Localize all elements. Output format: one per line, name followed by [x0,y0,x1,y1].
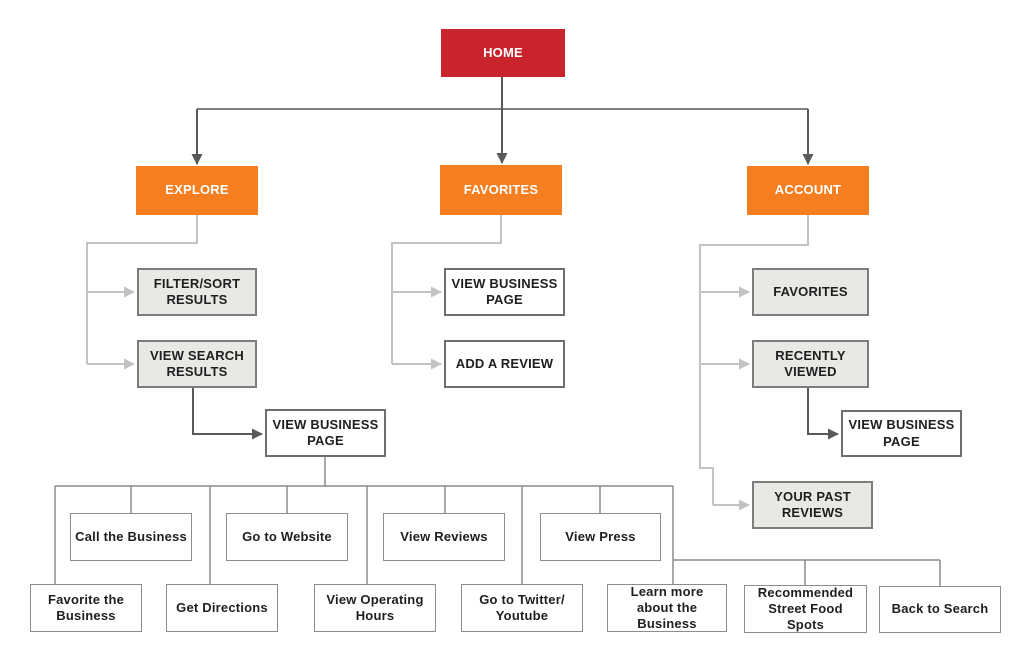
node-add-a-review: ADD A REVIEW [444,340,565,388]
arrowhead-right-icon [124,358,135,370]
node-label: Back to Search [891,601,989,617]
arrowhead-down-icon [191,154,203,165]
arrowhead-right-icon [124,286,135,298]
node-recommended-street-food-spots: Recommended Street Food Spots [744,585,867,633]
node-account: ACCOUNT [747,166,869,215]
node-label: Go to Website [242,528,332,544]
node-back-to-search: Back to Search [879,586,1001,633]
node-filter-sort-results: FILTER/SORT RESULTS [137,268,257,316]
node-label: View Reviews [400,528,488,544]
node-view-business-page-explore: VIEW BUSINESS PAGE [265,409,386,457]
node-label: VIEW SEARCH RESULTS [150,347,244,379]
node-label: ACCOUNT [774,182,842,198]
node-favorites: FAVORITES [440,165,562,215]
node-label: VIEW BUSINESS PAGE [451,275,558,307]
node-label: Go to Twitter/ Youtube [479,591,565,623]
arrowhead-right-icon [828,428,839,440]
arrowhead-right-icon [739,499,750,511]
node-recently-viewed: RECENTLY VIEWED [752,340,869,388]
node-label: FAVORITES [773,283,848,299]
node-label: Learn more about the Business [630,583,704,632]
node-label: FAVORITES [463,181,539,197]
arrowhead-right-icon [739,358,750,370]
node-view-press: View Press [540,513,661,561]
node-label: View Operating Hours [326,591,424,623]
node-view-search-results: VIEW SEARCH RESULTS [137,340,257,388]
arrowhead-right-icon [431,358,442,370]
node-learn-more-about-the-business: Learn more about the Business [607,584,727,632]
node-view-business-page-account: VIEW BUSINESS PAGE [841,410,962,457]
node-label: View Press [565,528,636,544]
node-home: HOME [441,29,565,77]
node-call-the-business: Call the Business [70,513,192,561]
node-favorite-the-business: Favorite the Business [30,584,142,632]
arrowhead-right-icon [252,428,263,440]
node-label: Get Directions [176,599,268,615]
node-label: Call the Business [75,528,187,544]
node-label: EXPLORE [165,182,229,198]
node-label: Recommended Street Food Spots [757,584,854,633]
connector-account-branch [699,215,809,505]
arrowhead-right-icon [739,286,750,298]
node-label: ADD A REVIEW [455,355,554,371]
arrowhead-down-icon [802,154,814,165]
node-go-to-website: Go to Website [226,513,348,561]
arrowhead-down-icon [496,153,508,164]
node-label: VIEW BUSINESS PAGE [848,417,955,449]
connector-search-to-vbp [192,388,262,435]
node-label: RECENTLY VIEWED [775,347,846,379]
connector-favorites-branch [391,215,502,364]
node-label: Favorite the Business [47,591,125,623]
node-go-to-twitter-youtube: Go to Twitter/ Youtube [461,584,583,632]
node-your-past-reviews: YOUR PAST REVIEWS [752,481,873,529]
node-view-business-page-favorites: VIEW BUSINESS PAGE [444,268,565,316]
connector-explore-branch [86,215,198,364]
node-label: HOME [483,44,523,60]
node-label: FILTER/SORT RESULTS [153,275,241,307]
node-view-reviews: View Reviews [383,513,505,561]
node-view-operating-hours: View Operating Hours [314,584,436,632]
node-explore: EXPLORE [136,166,258,215]
node-label: YOUR PAST REVIEWS [774,488,851,520]
arrowhead-right-icon [431,286,442,298]
node-account-favorites: FAVORITES [752,268,869,316]
node-label: VIEW BUSINESS PAGE [272,416,379,448]
node-get-directions: Get Directions [166,584,278,632]
